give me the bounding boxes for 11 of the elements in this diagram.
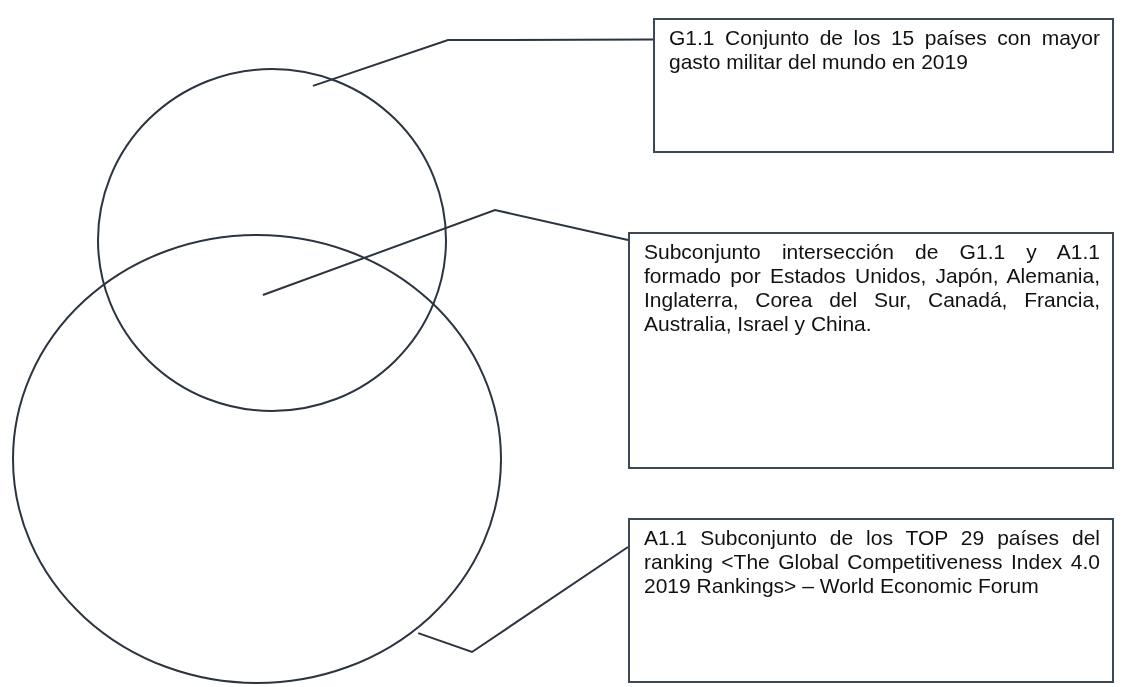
leader-line: [311, 38, 654, 87]
callout-box: [628, 518, 1114, 683]
callout-text: Subconjunto intersección de G1.1 y A1.1 formado por Estados Unidos, Japón, Alemania, Inglaterra, Corea del Sur, Canadá, Francia, Australia, Israel y China.: [644, 240, 1100, 336]
venn-circle: [12, 234, 502, 684]
callout-text: A1.1 Subconjunto de los TOP 29 países del ranking <The Global Competitiveness Index 4.0 2019 Rankings> – World Economic Forum: [644, 526, 1100, 598]
venn-circle: [97, 68, 447, 412]
leader-line: [417, 546, 629, 654]
leader-line: [261, 208, 629, 297]
callout-text: G1.1 Conjunto de los 15 países con mayor gasto militar del mundo en 2019: [669, 26, 1100, 74]
callout-box: [653, 18, 1114, 153]
callout-box: [628, 232, 1114, 469]
